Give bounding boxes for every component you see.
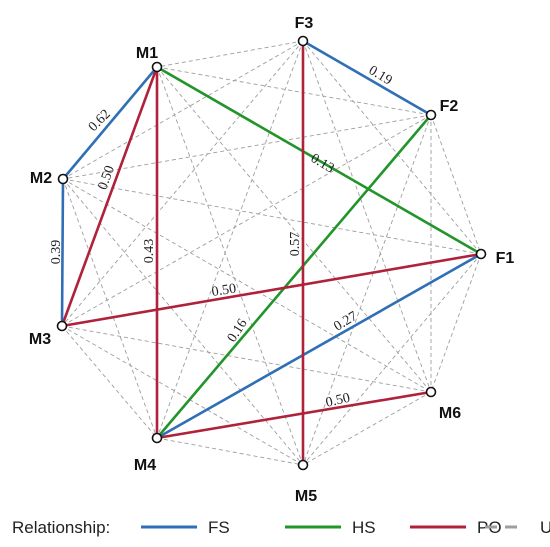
edge-u-m2-m4 (62, 178, 158, 439)
edge-fs-m1-m2 (61, 65, 159, 181)
edge-weight-label: 0.13 (308, 151, 337, 176)
node-label-f1: F1 (496, 250, 515, 267)
edge-fs-f1-m4 (155, 252, 483, 440)
edge-u-m2-m6 (62, 178, 432, 393)
edge-u-m2-m5 (62, 178, 304, 466)
node-label-m3: M3 (29, 331, 51, 348)
edge-u-f1-m6 (430, 253, 482, 393)
edge-fs-f3-f2 (301, 39, 433, 117)
node-label-f2: F2 (440, 98, 459, 115)
edge-u-f3-m6 (302, 40, 432, 393)
node-label-m6: M6 (439, 405, 461, 422)
node-m2 (57, 173, 69, 185)
edge-u-m2-f1 (62, 178, 482, 255)
legend-label-hs: HS (352, 518, 376, 537)
node-label-m2: M2 (30, 170, 52, 187)
edge-fs-m2-m3 (60, 177, 65, 328)
relationship-edges-layer (60, 39, 483, 467)
node-label-m4: M4 (134, 457, 156, 474)
edge-u-m3-m4 (61, 325, 158, 439)
node-f1 (475, 248, 487, 260)
edge-hs-m1-f1 (155, 65, 483, 256)
node-m5 (297, 459, 309, 471)
edge-u-m1-m5 (156, 66, 304, 466)
node-label-m1: M1 (136, 45, 158, 62)
edge-u-m6-m5 (302, 391, 432, 466)
edge-u-m3-m5 (61, 325, 304, 466)
edge-u-f3-m3 (61, 40, 304, 327)
node-m6 (425, 386, 437, 398)
edge-weight-label: 0.50 (324, 391, 351, 411)
edge-u-m4-m5 (156, 437, 304, 466)
edge-u-f3-f1 (302, 40, 482, 255)
edge-hs-f2-m4 (155, 113, 433, 440)
edge-weight-label: 0.50 (211, 281, 238, 300)
edge-u-f2-m2 (62, 114, 432, 180)
edge-u-m3-m6 (61, 325, 432, 393)
edge-u-m1-f2 (156, 66, 432, 116)
edge-po-m3-f1 (60, 252, 483, 328)
node-f3 (297, 35, 309, 47)
node-m1 (151, 61, 163, 73)
edge-weight-label: 0.62 (86, 107, 114, 135)
edge-u-f2-m5 (302, 114, 432, 466)
node-label-m5: M5 (295, 488, 317, 505)
node-label-f3: F3 (295, 15, 314, 32)
legend-title: Relationship: (12, 518, 110, 537)
edge-weight-label: 0.50 (95, 164, 117, 192)
edge-u-f3-m1 (156, 40, 304, 68)
edge-weight-label: 0.57 (288, 232, 303, 257)
edge-u-f2-m3 (61, 114, 432, 327)
edge-weight-label: 0.43 (142, 239, 157, 264)
edge-u-m1-m6 (156, 66, 432, 393)
edge-u-f3-m4 (156, 40, 304, 439)
legend-label-u: U (540, 518, 550, 537)
edge-u-f2-f1 (430, 114, 482, 255)
node-m4 (151, 432, 163, 444)
edge-po-m1-m3 (60, 65, 159, 328)
edge-po-m4-m6 (155, 390, 433, 440)
node-m3 (56, 320, 68, 332)
legend-label-fs: FS (208, 518, 230, 537)
edge-weight-label: 0.39 (49, 240, 64, 265)
node-f2 (425, 109, 437, 121)
